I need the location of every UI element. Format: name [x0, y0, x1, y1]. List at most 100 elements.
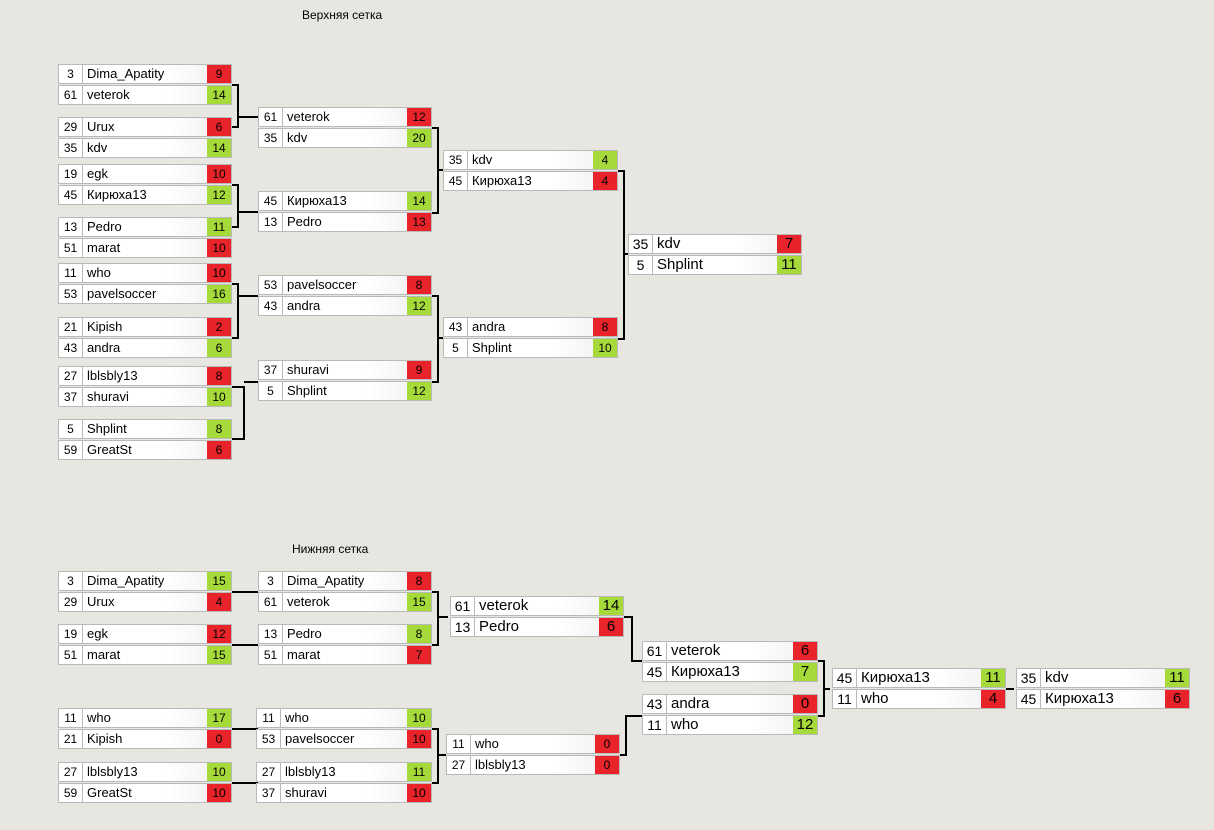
player-row: 5 Shplint 12: [258, 381, 432, 401]
player-seed: 45: [444, 172, 468, 190]
player-seed: 19: [59, 625, 83, 643]
player-seed: 11: [447, 735, 471, 753]
winning-score: 15: [207, 572, 231, 590]
losing-score: 10: [207, 264, 231, 282]
losing-score: 6: [207, 441, 231, 459]
player-name: shuravi: [285, 785, 327, 800]
player-name: who: [87, 265, 111, 280]
losing-score: 8: [407, 276, 431, 294]
player-name: andra: [287, 298, 321, 313]
player-seed: 5: [259, 382, 283, 400]
player-seed: 11: [59, 264, 83, 282]
player-name: egk: [87, 626, 108, 641]
player-seed: 51: [59, 646, 83, 664]
winning-score: 12: [407, 297, 431, 315]
player-name: lblsbly13: [87, 764, 138, 779]
player-name: Kipish: [87, 319, 123, 334]
player-seed: 45: [259, 192, 283, 210]
losing-score: 0: [207, 730, 231, 748]
player-name: Кирюха13: [87, 187, 147, 202]
player-seed: 29: [59, 593, 83, 611]
losing-score: 8: [593, 318, 617, 336]
losing-score: 13: [407, 213, 431, 231]
player-name: Dima_Apatity: [87, 66, 165, 81]
player-name: Shplint: [287, 383, 327, 398]
losing-score: 0: [595, 735, 619, 753]
winning-score: 16: [207, 285, 231, 303]
losing-score: 10: [407, 784, 431, 802]
player-seed: 45: [1017, 690, 1041, 708]
winning-score: 6: [207, 339, 231, 357]
player-seed: 11: [59, 709, 83, 727]
player-seed: 61: [59, 86, 83, 104]
player-name: andra: [472, 319, 506, 334]
player-name: Shplint: [472, 340, 512, 355]
player-name: Кирюха13: [671, 663, 740, 680]
player-name: Кирюха13: [287, 193, 347, 208]
player-name: Pedro: [287, 214, 322, 229]
player-seed: 61: [259, 593, 283, 611]
player-seed: 27: [257, 763, 281, 781]
winning-score: 4: [593, 151, 617, 169]
player-name: andra: [671, 695, 710, 712]
winning-score: 12: [407, 382, 431, 400]
player-name: kdv: [87, 140, 108, 155]
player-seed: 3: [59, 65, 83, 83]
player-seed: 59: [59, 441, 83, 459]
player-name: Кирюха13: [472, 173, 532, 188]
player-name: egk: [87, 166, 108, 181]
player-seed: 29: [59, 118, 83, 136]
player-name: lblsbly13: [475, 757, 526, 772]
player-name: marat: [287, 647, 321, 662]
player-seed: 43: [259, 297, 283, 315]
winning-score: 11: [207, 218, 231, 236]
player-name: veterok: [87, 87, 130, 102]
player-name: Shplint: [87, 421, 127, 436]
losing-score: 9: [407, 361, 431, 379]
winning-score: 8: [207, 420, 231, 438]
player-seed: 13: [59, 218, 83, 236]
player-name: who: [87, 710, 111, 725]
winning-score: 15: [407, 593, 431, 611]
winning-score: 14: [207, 86, 231, 104]
player-name: Pedro: [479, 618, 520, 635]
losing-score: 6: [599, 618, 623, 636]
player-seed: 61: [259, 108, 283, 126]
player-seed: 11: [257, 709, 281, 727]
losing-score: 6: [1165, 690, 1189, 708]
player-seed: 43: [444, 318, 468, 336]
player-name: Urux: [87, 594, 115, 609]
winning-score: 8: [407, 625, 431, 643]
winning-score: 15: [207, 646, 231, 664]
player-seed: 27: [59, 763, 83, 781]
lower-bracket-title: Нижняя сетка: [292, 542, 369, 556]
player-seed: 61: [451, 597, 475, 615]
player-name: Kipish: [87, 731, 123, 746]
player-name: shuravi: [287, 362, 329, 377]
winning-score: 10: [593, 339, 617, 357]
